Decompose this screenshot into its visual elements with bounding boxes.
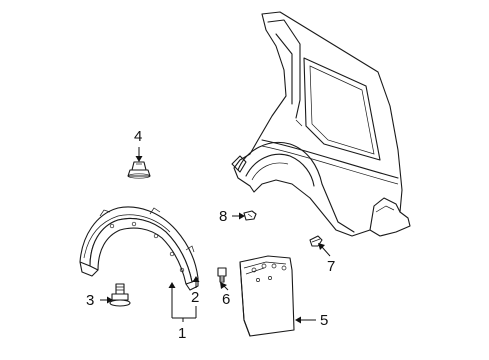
quarter-panel-drawing (231, 11, 411, 237)
fender-flare-drawing (79, 206, 199, 291)
callout-2: 2 (191, 289, 199, 306)
callout-labels: 4 8 7 3 6 5 2 1 (86, 128, 335, 342)
callout-3: 3 (86, 292, 94, 309)
callout-4: 4 (134, 128, 142, 145)
callout-6: 6 (222, 291, 230, 308)
callout-1: 1 (178, 325, 186, 342)
callout-8: 8 (219, 208, 227, 225)
mud-flap-bolt-drawing (217, 267, 227, 283)
callout-5: 5 (320, 312, 328, 329)
push-clip-drawing (127, 161, 151, 179)
mud-flap-drawing (239, 255, 295, 337)
flange-bolt-drawing (109, 283, 131, 307)
callout-7: 7 (327, 258, 335, 275)
trim-clip-drawing (243, 210, 257, 221)
leader-lines (100, 147, 331, 324)
